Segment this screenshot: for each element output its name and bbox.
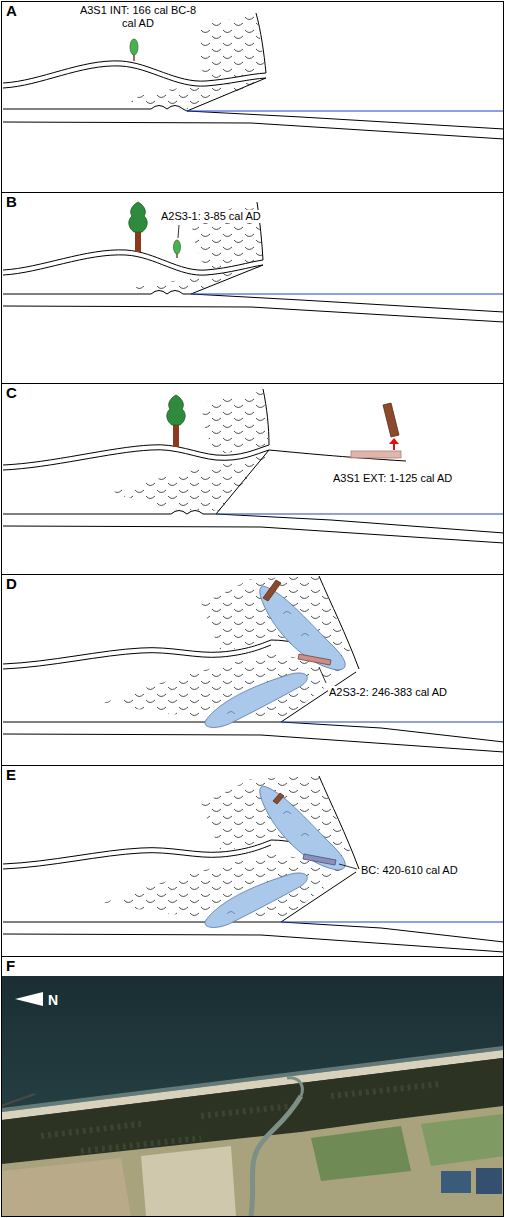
- panel-letter: C: [6, 385, 17, 402]
- figure-panel: E BC: 420-610 cal AD: [1, 765, 504, 957]
- panel-letter: E: [6, 767, 16, 784]
- date-label: A3S1 INT: 166 cal BC-8 cal AD: [78, 4, 198, 29]
- date-label: BC: 420-610 cal AD: [360, 864, 459, 877]
- figure-panel: B A2S3-1: 3-85 cal AD: [1, 192, 504, 384]
- figure-panel: D A2S3-2: 246-383 cal AD: [1, 574, 504, 766]
- date-label: A2S3-2: 246-383 cal AD: [328, 686, 448, 699]
- panel-letter: D: [6, 576, 17, 593]
- panel-letter: F: [6, 958, 15, 975]
- figure-panel: FN: [1, 956, 504, 1217]
- panel-letter: B: [6, 194, 17, 211]
- figure-panel: A A3S1 INT: 166 cal BC-8 cal AD: [1, 1, 504, 193]
- date-label: A2S3-1: 3-85 cal AD: [160, 210, 262, 223]
- north-label: N: [47, 992, 59, 1008]
- panel-letter: A: [6, 3, 17, 20]
- date-label: A3S1 EXT: 1-125 cal AD: [332, 472, 453, 485]
- figure-panel: C A3S1 EXT: 1-125 cal AD: [1, 383, 504, 575]
